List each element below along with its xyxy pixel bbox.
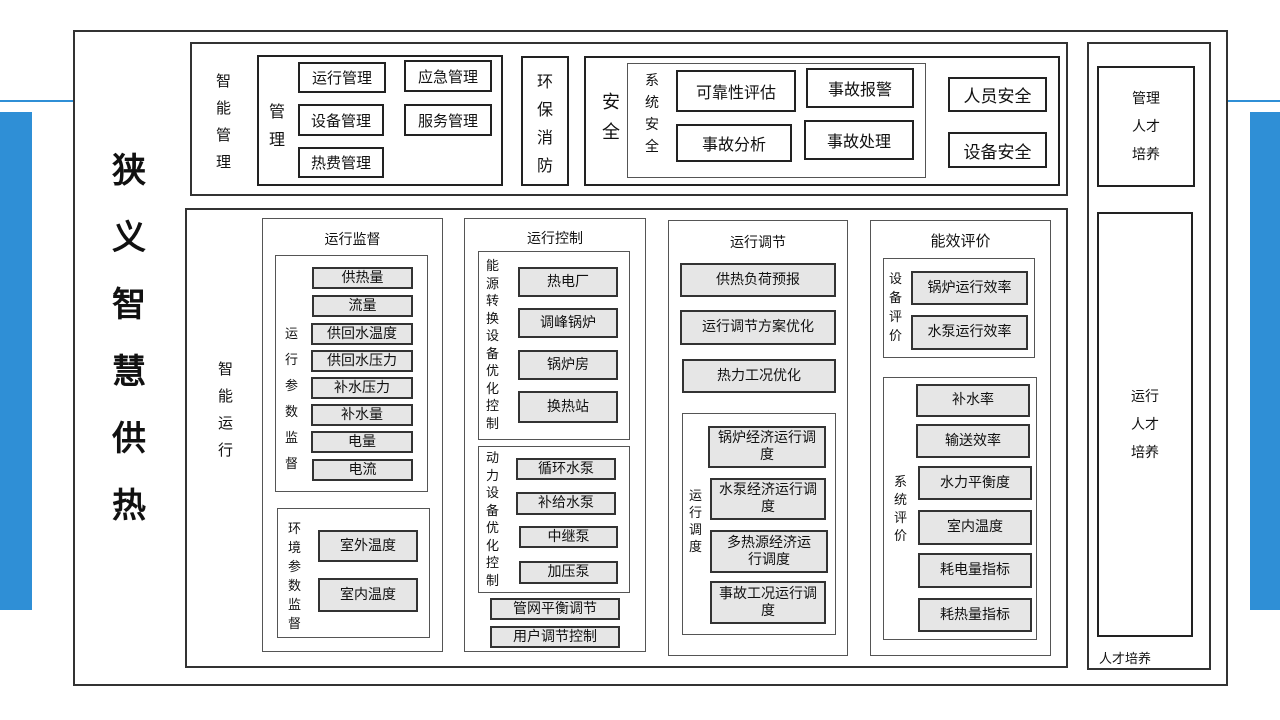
energy-conversion-label: 能源转换设备优化控制 [486, 259, 500, 432]
param-monitor-label: 运行参数监督 [285, 327, 299, 472]
management-talent: 管理人才培养 [1097, 66, 1195, 187]
power-equipment-label: 动力设备优化控制 [486, 451, 500, 589]
adjust-title: 运行调节 [730, 235, 786, 251]
adjust-item: 热力工况优化 [682, 359, 836, 393]
management-item: 热费管理 [298, 147, 384, 178]
management-item: 运行管理 [298, 62, 386, 93]
slide-band-right [1250, 112, 1280, 610]
env-fire-box [521, 56, 569, 186]
param-item: 流量 [312, 295, 413, 317]
operation-talent: 运行人才培养 [1097, 212, 1193, 637]
param-item: 供回水温度 [311, 323, 413, 345]
monitor-title: 运行监督 [324, 232, 381, 248]
energy-item: 换热站 [518, 391, 618, 423]
param-item: 补水压力 [311, 377, 413, 399]
power-item: 补给水泵 [516, 492, 616, 515]
param-item: 补水量 [311, 404, 413, 426]
dispatch-item: 事故工况运行调度 [710, 581, 826, 624]
device-eval-item: 水泵运行效率 [911, 315, 1028, 350]
slide-band-left [0, 112, 32, 610]
operation-talent-label: 运行人才培养 [1131, 388, 1159, 461]
control-title: 运行控制 [527, 231, 583, 247]
env-monitor-box [277, 508, 430, 638]
safety-item: 可靠性评估 [676, 70, 796, 112]
device-eval-label: 设备评价 [889, 272, 903, 344]
device-eval-item: 锅炉运行效率 [911, 271, 1028, 305]
personnel-safety: 人员安全 [948, 77, 1047, 112]
energy-item: 热电厂 [518, 267, 618, 297]
network-balance: 管网平衡调节 [490, 598, 620, 620]
smart-management-label: 智能管理 [216, 72, 232, 171]
smart-operation-label: 智能运行 [218, 360, 234, 459]
dispatch-item: 锅炉经济运行调度 [708, 426, 826, 468]
safety-item: 事故处理 [804, 120, 914, 160]
dispatch-item: 水泵经济运行调度 [710, 478, 826, 520]
management-item: 设备管理 [298, 104, 384, 136]
management-talent-label: 管理人才培养 [1132, 90, 1160, 163]
param-item: 供回水压力 [311, 350, 413, 372]
env-item: 室外温度 [318, 530, 418, 562]
param-item: 电量 [311, 431, 413, 453]
power-item: 中继泵 [519, 526, 618, 548]
param-item: 供热量 [312, 267, 413, 289]
power-item: 加压泵 [519, 561, 618, 584]
safety-item: 事故分析 [676, 124, 792, 162]
system-eval-label: 系统评价 [894, 475, 908, 544]
env-fire-label: 环保消防 [537, 72, 554, 175]
diagram-title: 狭义智慧供热 [112, 151, 146, 526]
eval-title: 能效评价 [930, 232, 991, 250]
system-eval-item: 补水率 [916, 384, 1030, 417]
energy-item: 调峰锅炉 [518, 308, 618, 338]
dispatch-item: 多热源经济运行调度 [710, 530, 828, 573]
system-eval-item: 输送效率 [916, 424, 1030, 458]
env-item: 室内温度 [318, 578, 418, 612]
system-safety-label: 系统安全 [645, 73, 659, 155]
safety-label: 安全 [602, 92, 620, 143]
system-eval-item: 水力平衡度 [918, 466, 1032, 500]
management-label: 管理 [269, 102, 286, 149]
env-monitor-label: 环境参数监督 [288, 522, 302, 632]
param-item: 电流 [312, 459, 413, 481]
talent-label: 人才培养 [1098, 652, 1151, 667]
dispatch-label: 运行调度 [689, 489, 703, 555]
user-control: 用户调节控制 [490, 626, 620, 648]
equipment-safety: 设备安全 [948, 132, 1047, 168]
management-item: 服务管理 [404, 104, 492, 136]
adjust-item: 供热负荷预报 [680, 263, 836, 297]
system-eval-box [883, 377, 1037, 640]
system-eval-item: 耗电量指标 [918, 553, 1032, 588]
system-eval-item: 耗热量指标 [918, 598, 1032, 632]
safety-item: 事故报警 [806, 68, 914, 108]
system-eval-item: 室内温度 [918, 510, 1032, 545]
energy-item: 锅炉房 [518, 350, 618, 380]
management-item: 应急管理 [404, 60, 492, 92]
power-item: 循环水泵 [516, 458, 616, 480]
adjust-item: 运行调节方案优化 [680, 310, 836, 345]
